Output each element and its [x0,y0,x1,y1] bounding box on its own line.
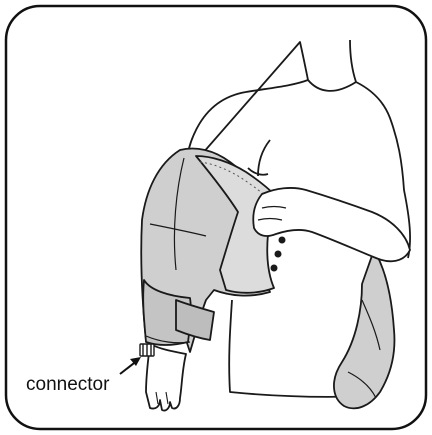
connector [139,343,155,357]
right-hand [145,343,187,412]
fastener-dot [274,250,282,258]
lower-sleeve [142,279,215,346]
connector-callout-arrow [119,357,141,375]
left-arm [252,187,411,263]
connector-label: connector [26,374,110,395]
fastener-dot [270,264,278,272]
chest-strap [333,249,396,410]
fastener-dot [278,236,286,244]
